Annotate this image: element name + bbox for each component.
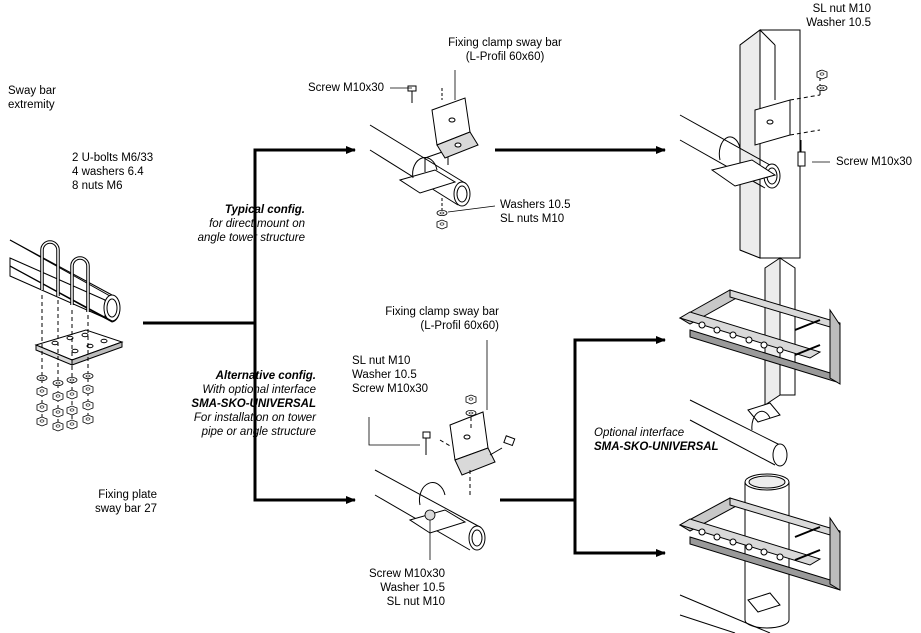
clamp-mid-line1: Fixing clamp sway bar (385, 306, 499, 318)
screw-top-label: Screw M10x30 (308, 82, 385, 94)
nut-mid-line1: SL nut M10 (352, 355, 411, 367)
sway-bar-extremity-drawing (9, 239, 124, 430)
sl-nut-right-line2: Washer 10.5 (806, 17, 871, 29)
typical-config-desc1: for direct mount on (209, 218, 305, 230)
clamp-top-line1: Fixing clamp sway bar (448, 37, 562, 49)
alternative-config-label: Alternative config. With optional interf… (170, 369, 316, 439)
washers-top-label: Washers 10.5 SL nuts M10 (500, 198, 571, 226)
sl-nut-right-line1: SL nut M10 (812, 3, 871, 15)
alternative-config-title: Alternative config. (215, 370, 316, 382)
fixing-plate-line1: Fixing plate (98, 489, 157, 501)
ubolts-line1: 2 U-bolts M6/33 (72, 152, 154, 164)
alternative-config-desc2: For installation on tower (193, 412, 316, 424)
sway-bar-extremity-label: Sway bar extremity (8, 84, 56, 112)
ubolts-line2: 4 washers 6.4 (72, 166, 144, 178)
optional-interface-label: Optional interface SMA-SKO-UNIVERSAL (594, 426, 719, 454)
clamp-mid-label: Fixing clamp sway bar (L-Profil 60x60) (370, 305, 499, 333)
clamp-top-label: Fixing clamp sway bar (L-Profil 60x60) (445, 36, 565, 64)
interface-angle-drawing (678, 257, 841, 467)
nut-mid-line3: Screw M10x30 (352, 383, 429, 395)
typical-mounted-drawing (679, 29, 821, 259)
flow-lines (143, 146, 666, 557)
clamp-top-line2: (L-Profil 60x60) (465, 51, 545, 63)
nut-mid-label: SL nut M10 Washer 10.5 Screw M10x30 (352, 354, 428, 396)
alternative-config-interface: SMA-SKO-UNIVERSAL (191, 398, 316, 410)
bottom-mid-label: Screw M10x30 Washer 10.5 SL nut M10 (345, 567, 445, 609)
optional-interface-line1: Optional interface (594, 427, 685, 439)
fixing-plate-line2: sway bar 27 (94, 503, 157, 515)
washers-top-line1: Washers 10.5 (500, 199, 571, 211)
optional-interface-name: SMA-SKO-UNIVERSAL (594, 441, 719, 453)
clamp-mid-line2: (L-Profil 60x60) (420, 320, 499, 332)
ubolts-label: 2 U-bolts M6/33 4 washers 6.4 8 nuts M6 (72, 151, 153, 193)
sway-bar-extremity-line2: extremity (8, 99, 55, 111)
interface-pipe-drawing (678, 473, 841, 633)
washers-top-line2: SL nuts M10 (500, 213, 565, 225)
typical-config-label: Typical config. for direct mount on angl… (185, 203, 305, 245)
alternative-clamp-drawing (374, 410, 516, 551)
typical-clamp-drawing (369, 85, 479, 212)
screw-right-label: Screw M10x30 (836, 156, 913, 168)
ubolts-line3: 8 nuts M6 (72, 180, 123, 192)
fixing-plate-label: Fixing plate sway bar 27 (52, 488, 157, 516)
sl-nut-right-label: SL nut M10 Washer 10.5 (780, 2, 871, 30)
left-nuts-washers (36, 372, 94, 432)
sway-bar-extremity-line1: Sway bar (8, 85, 56, 97)
bottom-mid-line1: Screw M10x30 (368, 568, 445, 580)
typical-config-desc2: angle tower structure (197, 232, 305, 244)
typical-config-title: Typical config. (224, 204, 305, 216)
nut-mid-line2: Washer 10.5 (352, 369, 417, 381)
bottom-mid-line3: SL nut M10 (386, 596, 445, 608)
bottom-mid-line2: Washer 10.5 (380, 582, 445, 594)
alternative-config-desc3: pipe or angle structure (201, 426, 316, 438)
alternative-config-desc1: With optional interface (202, 384, 316, 396)
